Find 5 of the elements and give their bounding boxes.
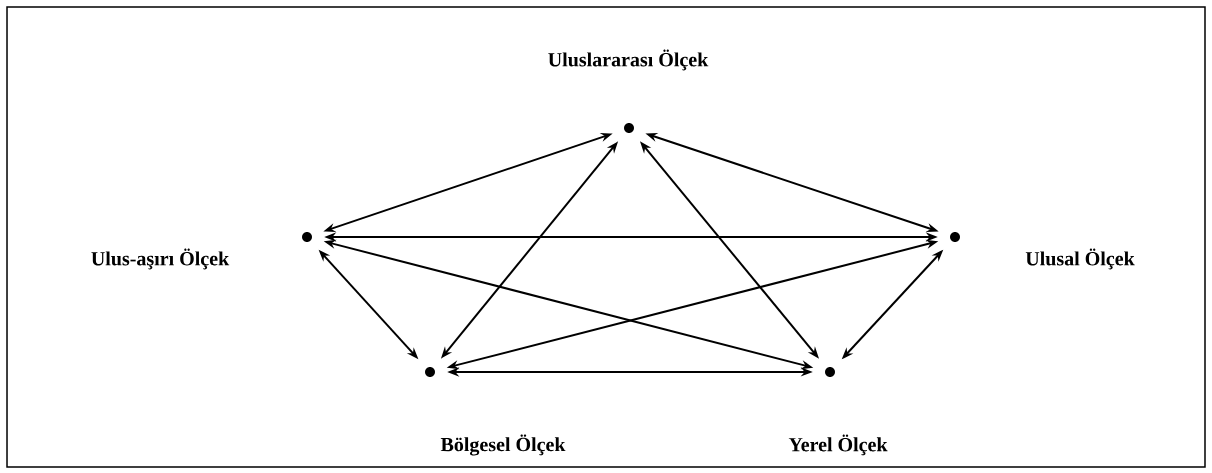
- scale-label: Yerel Ölçek: [788, 434, 888, 456]
- scale-label: Uluslararası Ölçek: [548, 49, 709, 71]
- scale-label: Ulus-aşırı Ölçek: [91, 248, 230, 270]
- scale-label: Ulusal Ölçek: [1025, 248, 1135, 270]
- scale-label: Bölgesel Ölçek: [440, 434, 566, 456]
